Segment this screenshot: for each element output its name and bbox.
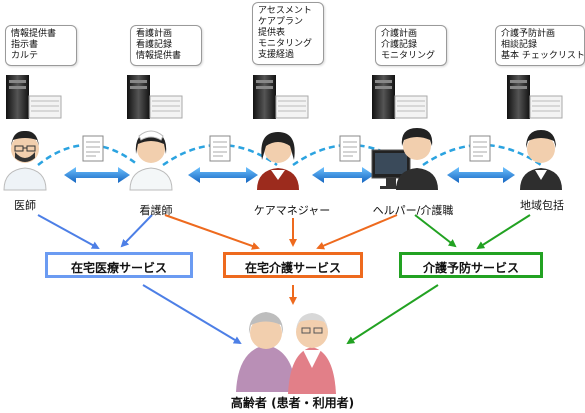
doc-item: 介護記録 (381, 40, 418, 50)
document-icon (339, 135, 361, 162)
doc-item: ケアプラン (258, 17, 304, 27)
paper-stack-icon (275, 95, 309, 119)
server-icon (253, 75, 276, 119)
computer-monitor-icon (371, 149, 411, 189)
care-manager-icon (257, 132, 299, 190)
arrow-helper-to-care (316, 214, 398, 250)
service-home-care: 在宅介護サービス (223, 252, 363, 278)
doc-bubble-care-manager: アセスメント ケアプラン 提供表 モニタリング 支援経過 (252, 2, 324, 65)
doc-item: 提供表 (258, 28, 286, 38)
paper-stack-icon (149, 95, 183, 119)
role-label-helper: ヘルパー/介護職 (372, 204, 454, 217)
server-icon (6, 75, 29, 119)
exchange-arrow (64, 167, 130, 183)
paper-stack-icon (529, 95, 563, 119)
document-icon (82, 135, 104, 162)
doc-item: 介護計画 (381, 29, 418, 39)
doc-item: 指示書 (11, 40, 39, 50)
document-icon (469, 135, 491, 162)
doc-item: モニタリング (381, 51, 436, 61)
doc-item: 情報提供書 (11, 29, 57, 39)
arrow-prevention-to-elderly (346, 284, 439, 345)
service-care-prevention: 介護予防サービス (399, 252, 543, 278)
server-icon (127, 75, 150, 119)
doctor-icon (3, 130, 47, 191)
arrow-community-to-prevention (476, 214, 531, 250)
doc-item: 看護記録 (136, 40, 173, 50)
doc-item: モニタリング (258, 39, 313, 49)
exchange-arrow (188, 167, 258, 183)
role-label-community: 地域包括 (520, 199, 564, 212)
service-home-medical: 在宅医療サービス (45, 252, 193, 278)
arrow-doctor-to-medical (37, 214, 100, 249)
doc-bubble-community: 介護予防計画 相談記録 基本 チェックリスト (495, 25, 585, 66)
server-icon (507, 75, 530, 119)
doc-bubble-doctor: 情報提供書 指示書 カルテ (5, 25, 77, 66)
document-icon (209, 135, 231, 162)
exchange-arrow (312, 167, 374, 183)
doc-bubble-helper: 介護計画 介護記録 モニタリング (375, 25, 447, 66)
exchange-arrow (447, 167, 515, 183)
arrow-nurse-to-medical (120, 214, 153, 248)
doc-item: 情報提供書 (136, 51, 182, 61)
doc-item: 介護予防計画 (501, 29, 556, 39)
role-label-doctor: 医師 (14, 199, 36, 212)
arrow-medical-to-elderly (142, 284, 242, 345)
paper-stack-icon (28, 95, 62, 119)
doc-bubble-nurse: 看護計画 看護記録 情報提供書 (130, 25, 202, 66)
doc-item: 基本 チェックリスト (501, 51, 585, 61)
nurse-icon (129, 130, 173, 191)
doc-item: アセスメント (258, 6, 312, 16)
helper-icon (396, 128, 438, 190)
doc-item: 看護計画 (136, 29, 173, 39)
doc-item: カルテ (11, 51, 39, 61)
arrow-helper-to-prevention (414, 214, 457, 248)
arrow-nurse-to-care (164, 214, 260, 250)
community-support-icon (520, 130, 562, 190)
elderly-couple-icon (236, 312, 336, 394)
server-icon (372, 75, 395, 119)
elderly-label: 高齢者 (患者・利用者) (230, 396, 355, 410)
paper-stack-icon (394, 95, 428, 119)
doc-item: 相談記録 (501, 40, 538, 50)
doc-item: 支援経過 (258, 50, 295, 60)
role-label-nurse: 看護師 (139, 204, 173, 217)
role-label-care-manager: ケアマネジャー (253, 204, 331, 217)
